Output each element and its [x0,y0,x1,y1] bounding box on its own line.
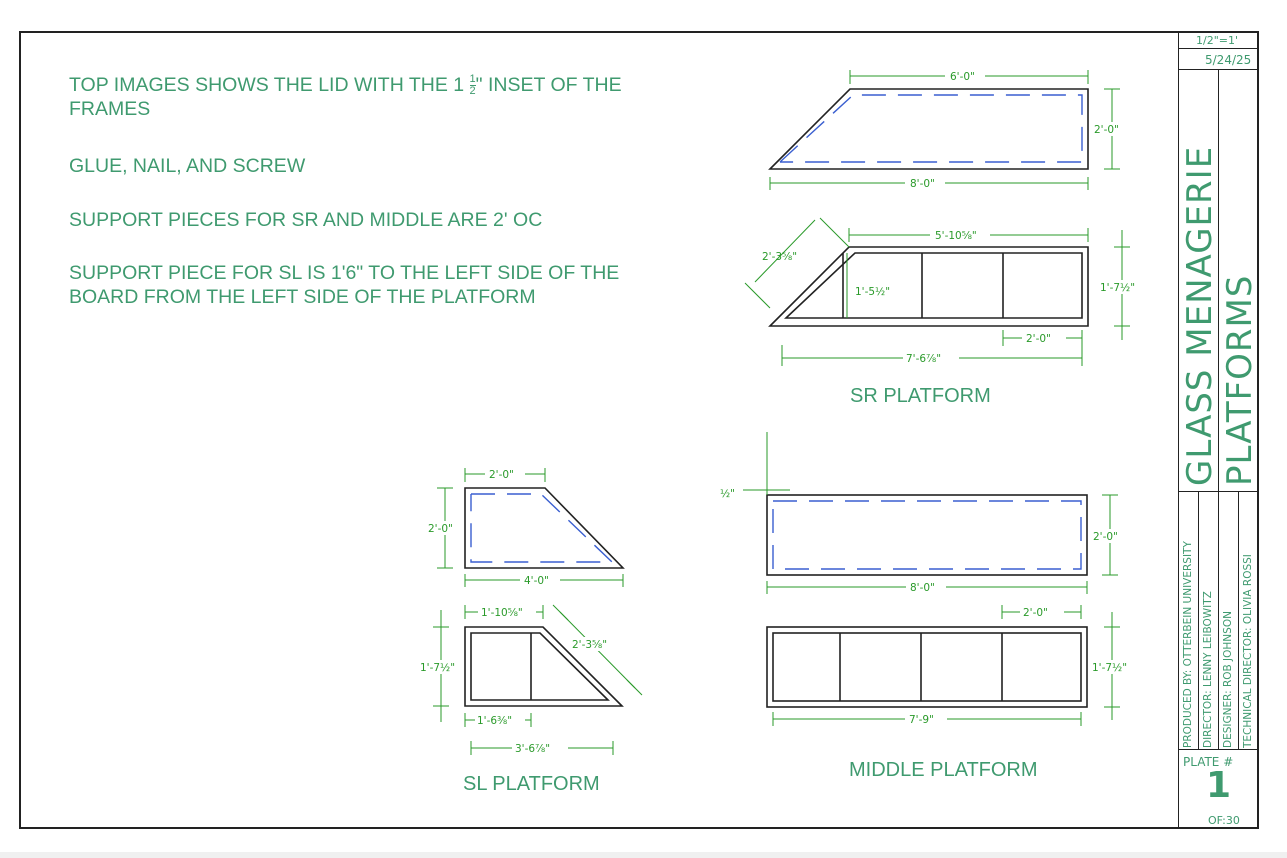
mid-lid-inset [772,500,1082,570]
note-frac-num: 1 [469,73,476,87]
credit-director: DIRECTOR: LENNY LEIBOWITZ [1202,591,1214,748]
sr-frame-inner [783,252,1083,319]
sl-lid-inset [470,493,614,563]
dim-sr-frame-spacing: 2'-0" [1026,333,1051,345]
sl-frame-inner [470,632,610,701]
title-block-title: GLASS MENAGERIE [1180,145,1220,486]
dim-sl-frame-bottom: 3'-6⅞" [515,743,550,755]
caption-sr-platform: SR PLATFORM [850,385,991,407]
dim-sr-frame-top: 5'-10⅝" [935,230,977,242]
dim-mid-frame-bottom: 7'-9" [909,714,934,726]
note-frac-den: 2 [469,85,476,98]
dim-sl-lid-left: 2'-0" [428,523,453,535]
sr-lid-inset [779,94,1083,163]
dim-mid-frame-right: 1'-7½" [1092,662,1127,674]
title-block-scale: 1/2"=1' [1196,34,1239,47]
mid-frame-inner [772,632,1082,702]
mid-lid-outline [766,494,1088,576]
credit-produced-by: PRODUCED BY: OTTERBEIN UNIVERSITY [1182,541,1194,748]
sr-frame-outline [768,246,1089,327]
note-support-sl: SUPPORT PIECE FOR SL IS 1'6" TO THE LEFT… [69,262,620,308]
dim-sl-lid-top: 2'-0" [489,469,514,481]
plate-of-total: OF:30 [1208,814,1240,827]
dim-sr-lid-bottom: 8'-0" [910,178,935,190]
sl-frame-outline [464,626,624,707]
plate-label: PLATE # [1183,755,1234,769]
note-lid-inset-text: TOP IMAGES SHOWS THE LID WITH THE 1 [69,74,470,96]
page-bottom-strip [0,852,1287,858]
dim-sr-frame-diag: 2'-3⅝" [762,251,797,263]
dim-mid-lid-right: 2'-0" [1093,531,1118,543]
caption-middle-platform: MIDDLE PLATFORM [849,759,1038,781]
dim-sl-frame-inner: 1'-6⅜" [477,715,512,727]
title-block-date: 5/24/25 [1205,53,1252,67]
sr-lid-outline [768,88,1089,170]
title-block-subtitle: PLATFORMS [1220,274,1260,486]
credit-technical-director: TECHNICAL DIRECTOR: OLIVIA ROSSI [1242,554,1254,748]
sl-lid-outline [464,487,625,569]
dim-mid-lid-bottom: 8'-0" [910,582,935,594]
dim-sl-frame-diag: 2'-3⅝" [572,639,607,651]
dim-sl-frame-left: 1'-7½" [420,662,455,674]
dim-mid-frame-spacing: 2'-0" [1023,607,1048,619]
dim-sl-lid-bottom: 4'-0" [524,575,549,587]
dim-sl-frame-top: 1'-10⅝" [481,607,523,619]
plate-number: 1 [1206,765,1232,806]
note-glue: GLUE, NAIL, AND SCREW [69,155,306,177]
credit-designer: DESIGNER: ROB JOHNSON [1222,611,1234,748]
dim-sr-frame-inner: 1'-5½" [855,286,890,298]
note-support-sr: SUPPORT PIECES FOR SR AND MIDDLE ARE 2' … [69,209,543,231]
dim-sr-frame-bottom: 7'-6⅞" [906,353,941,365]
mid-frame-outline [766,626,1088,708]
dim-sr-frame-right: 1'-7½" [1100,282,1135,294]
caption-sl-platform: SL PLATFORM [463,773,600,795]
dim-sr-lid-right: 2'-0" [1094,124,1119,136]
note-lid-inset-text-end: " INSET OF THE FRAMES [69,74,622,121]
dim-mid-inset: ½" [720,488,735,500]
credit-col-3 [1218,491,1239,750]
dim-sr-lid-top: 6'-0" [950,71,975,83]
